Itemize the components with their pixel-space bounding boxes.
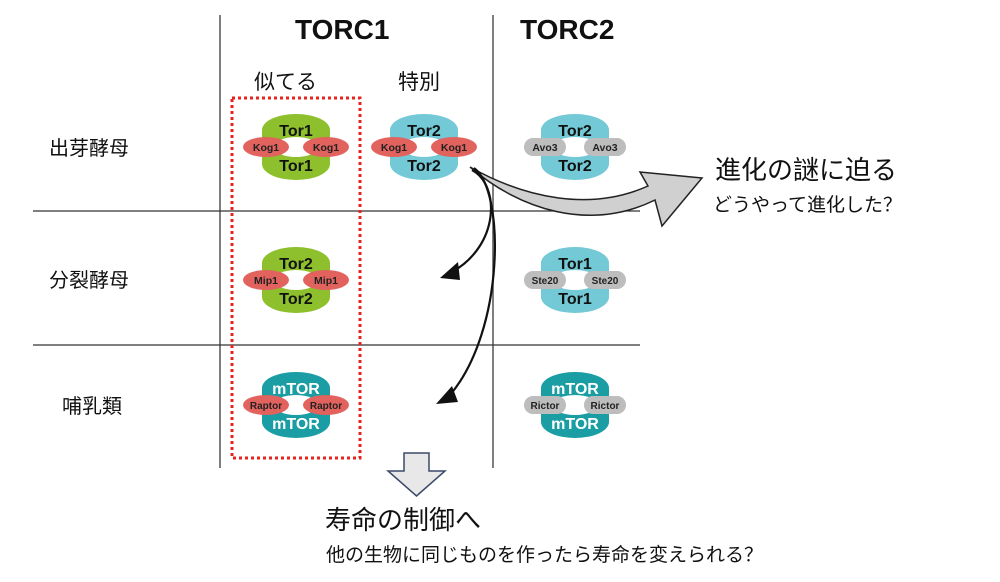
complex-torc1-similar-row-2: mTOR mTOR Raptor Raptor [243, 372, 349, 438]
partner-subunit-right [584, 138, 626, 156]
core-label-top: Tor1 [558, 256, 592, 273]
partner-subunit-right [584, 396, 626, 414]
partner-label: Mip1 [254, 275, 278, 287]
partner-label: Raptor [310, 401, 342, 412]
partner-subunit-left [524, 138, 566, 156]
partner-subunit-left [243, 395, 289, 415]
core-label-bottom: Tor1 [279, 158, 313, 175]
core-label-top: Tor2 [407, 123, 441, 140]
curved-arrow-to-mammal [449, 167, 496, 396]
partner-label: Ste20 [532, 276, 559, 287]
evolution-callout-title: 進化の謎に迫る [715, 156, 898, 186]
partner-label: Kog1 [381, 142, 407, 154]
evolution-callout-subtitle: どうやって進化した？ [713, 194, 903, 216]
partner-subunit-left [524, 271, 566, 289]
partner-label: Rictor [531, 401, 560, 412]
core-label-top: Tor2 [558, 123, 592, 140]
evolution-arrow-icon [469, 166, 704, 228]
core-label-top: Tor1 [279, 123, 313, 140]
curved-arrow-to-fission-yeast [451, 169, 493, 273]
arrowhead-mammal-icon [436, 386, 458, 404]
row-label-budding-yeast: 出芽酵母 [49, 136, 129, 160]
partner-subunit-left [371, 137, 417, 157]
core-label-bottom: Tor2 [407, 158, 441, 175]
core-label-top: mTOR [272, 381, 320, 398]
partner-label: Mip1 [314, 275, 338, 287]
column-title-torc1: TORC1 [295, 14, 390, 45]
core-label-top: Tor2 [279, 256, 313, 273]
partner-label: Kog1 [441, 142, 467, 154]
partner-label: Kog1 [313, 142, 339, 154]
complex-torc2-row-2: mTOR mTOR Rictor Rictor [524, 372, 626, 438]
core-label-bottom: mTOR [551, 416, 599, 433]
row-label-mammal: 哺乳類 [62, 394, 122, 418]
partner-subunit-left [243, 270, 289, 290]
similar-highlight-box [230, 96, 362, 460]
core-label-top: mTOR [551, 381, 599, 398]
partner-label: Kog1 [253, 142, 279, 154]
partner-subunit-right [303, 395, 349, 415]
partner-label: Raptor [250, 401, 282, 412]
partner-label: Avo3 [592, 142, 617, 154]
partner-subunit-right [303, 137, 349, 157]
column-title-torc2: TORC2 [520, 14, 615, 45]
lifespan-down-arrow-icon [386, 452, 447, 497]
row-label-fission-yeast: 分裂酵母 [49, 268, 129, 292]
arrowhead-fission-yeast-icon [440, 262, 460, 280]
partner-label: Rictor [591, 401, 620, 412]
core-label-bottom: Tor1 [558, 291, 592, 308]
partner-label: Ste20 [592, 276, 619, 287]
partner-subunit-left [243, 137, 289, 157]
partner-subunit-right [303, 270, 349, 290]
partner-subunit-right [584, 271, 626, 289]
subcolumn-similar: 似てる [254, 70, 317, 94]
core-label-bottom: mTOR [272, 416, 320, 433]
partner-subunit-left [524, 396, 566, 414]
partner-subunit-right [431, 137, 477, 157]
core-label-bottom: Tor2 [279, 291, 313, 308]
partner-label: Avo3 [532, 142, 557, 154]
lifespan-callout-subtitle: 他の生物に同じものを作ったら寿命を変えられる？ [326, 544, 764, 566]
core-label-bottom: Tor2 [558, 158, 592, 175]
lifespan-callout-title: 寿命の制御へ [325, 506, 482, 536]
subcolumn-special: 特別 [398, 70, 440, 94]
